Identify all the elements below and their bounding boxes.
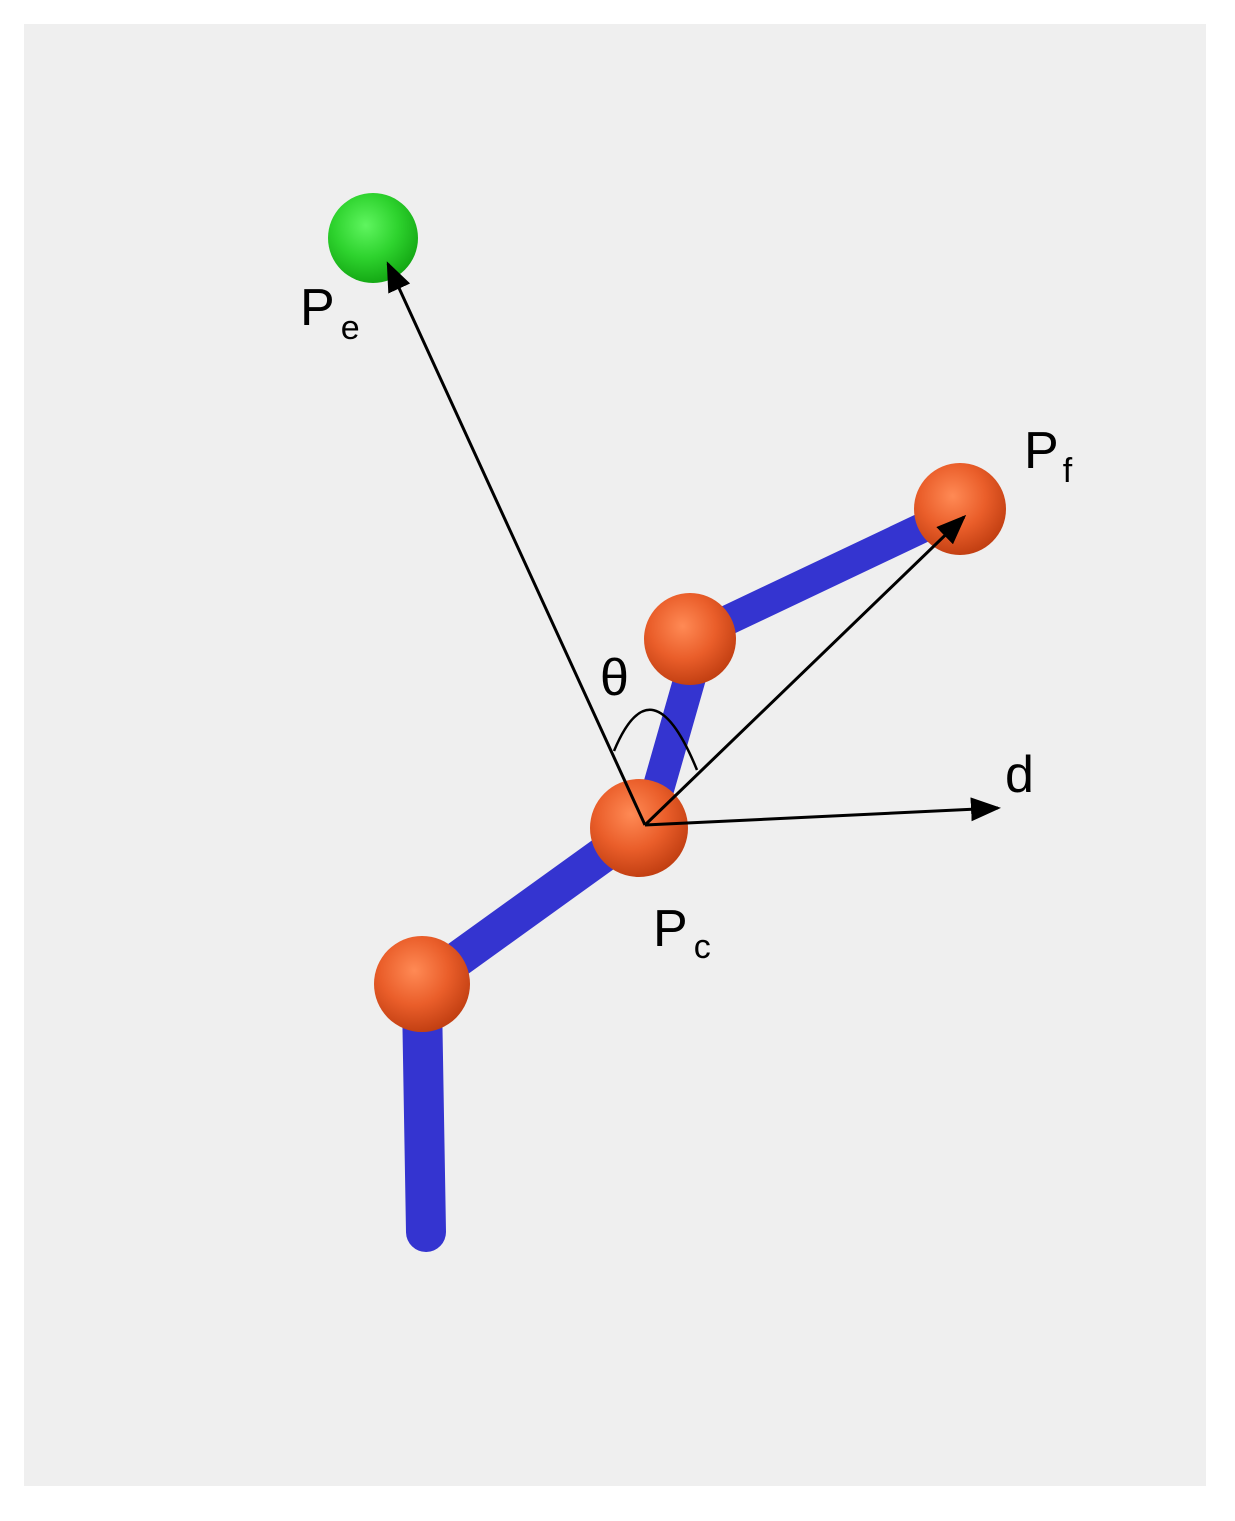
label-pf-main: P bbox=[1024, 422, 1059, 480]
vector-d-arrow bbox=[644, 797, 1001, 827]
vector-to-pe-arrow bbox=[386, 261, 647, 826]
joint-base bbox=[374, 936, 470, 1032]
label-d: d bbox=[1005, 746, 1034, 804]
joint-middle bbox=[644, 593, 736, 685]
target-sphere-pe bbox=[328, 193, 418, 283]
vectors bbox=[386, 261, 1001, 827]
label-pf-sub: f bbox=[1063, 452, 1073, 490]
label-pc-main: P bbox=[653, 900, 688, 958]
joint-pf bbox=[914, 463, 1006, 555]
background-panel bbox=[24, 24, 1206, 1486]
link-base bbox=[402, 980, 446, 1252]
label-pc-sub: c bbox=[694, 928, 711, 966]
theta-angle-arc bbox=[612, 708, 699, 771]
label-pe-sub: e bbox=[341, 309, 360, 347]
label-pe-main: P bbox=[300, 279, 335, 337]
label-theta: θ bbox=[600, 649, 629, 707]
joint-pc bbox=[590, 779, 688, 877]
link-3 bbox=[675, 495, 975, 653]
vector-to-pf-arrow bbox=[643, 514, 967, 827]
